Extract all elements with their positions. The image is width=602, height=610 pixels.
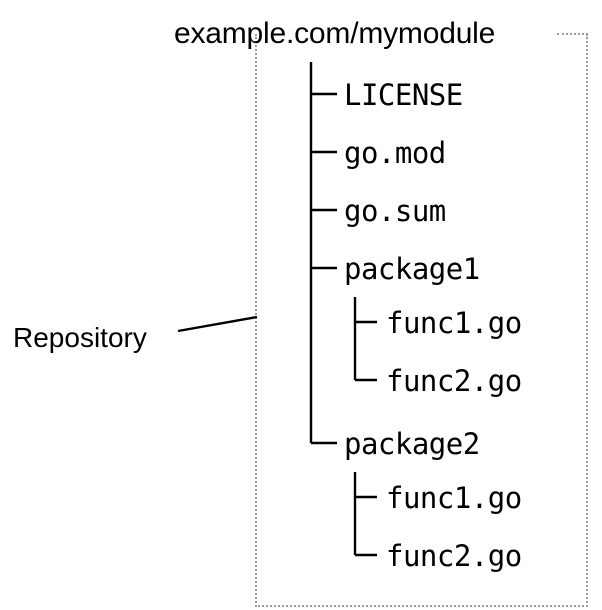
tree-node-func1-go: func1.go — [386, 306, 522, 340]
repository-boundary-box — [255, 34, 588, 607]
tree-node-package1: package1 — [344, 252, 480, 286]
tree-node-func2-go: func2.go — [386, 364, 522, 398]
module-path-title: example.com/mymodule — [174, 17, 496, 50]
repository-label: Repository — [13, 322, 147, 353]
tree-node-go-mod: go.mod — [344, 136, 446, 170]
tree-node-func2-go: func2.go — [386, 539, 522, 573]
tree-node-go-sum: go.sum — [344, 194, 446, 228]
repository-boundary-top-right-segment — [557, 33, 588, 35]
tree-node-package2: package2 — [344, 427, 480, 461]
tree-node-LICENSE: LICENSE — [344, 78, 463, 112]
tree-node-func1-go: func1.go — [386, 481, 522, 515]
repository-leader-line — [177, 315, 258, 333]
